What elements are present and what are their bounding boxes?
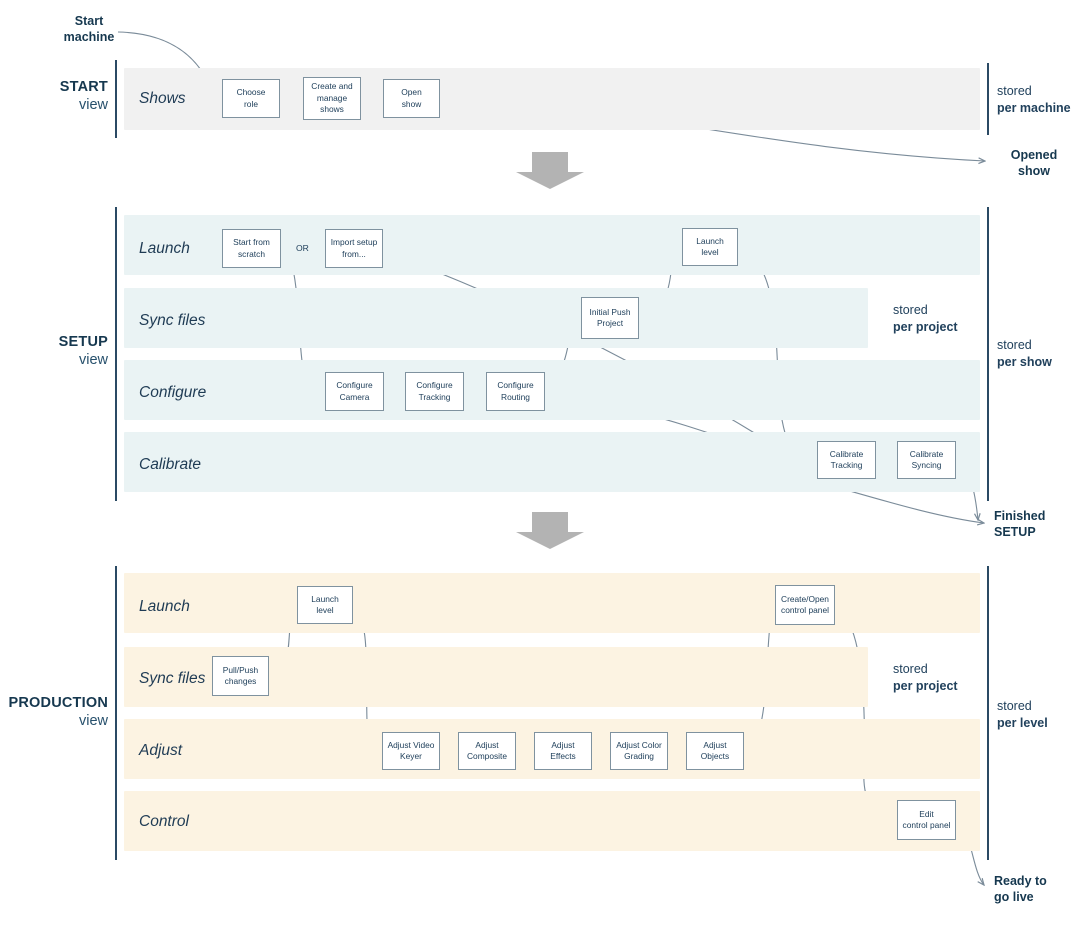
outcome-ready-to-go-live: Ready to go live [994,873,1078,906]
node-start-from-scratch[interactable]: Start from scratch [222,229,281,268]
node-create-manage-shows[interactable]: Create and manage shows [303,77,361,120]
band-production-control [124,791,980,851]
phase-production-sub: view [78,713,108,730]
outcome-finished-setup: Finished SETUP [994,508,1078,541]
node-calibrate-syncing[interactable]: Calibrate Syncing [897,441,956,479]
phase-label-production: PRODUCTION view [0,694,108,730]
outcome-ready-line1: Ready to [994,874,1047,888]
node-configure-tracking[interactable]: Configure Tracking [405,372,464,411]
entry-label-line2: machine [63,30,115,45]
stored-setup-show-line1: stored [997,338,1032,352]
node-calibrate-tracking[interactable]: Calibrate Tracking [817,441,876,479]
stored-start-line1: stored [997,84,1032,98]
entry-label-start-machine: Start machine [54,13,124,46]
node-initial-push-project[interactable]: Initial Push Project [581,297,639,339]
stored-production-project-line1: stored [893,662,928,676]
outcome-opened-show-line2: show [1018,164,1050,179]
row-label-start-shows: Shows [139,90,186,107]
outcome-ready-line2: go live [994,890,1034,905]
stored-setup-project-line2: per project [893,319,958,334]
band-production-launch [124,573,980,633]
phase-arrow-setup-to-production [516,512,584,549]
node-configure-camera[interactable]: Configure Camera [325,372,384,411]
row-label-production-control: Control [139,813,189,830]
phase-start-name: START [59,79,108,95]
stored-start-per-machine: stored per machine [997,83,1071,117]
row-label-production-launch: Launch [139,598,190,615]
node-launch-level-setup[interactable]: Launch level [682,228,738,266]
row-label-setup-calibrate: Calibrate [139,456,202,473]
outcome-opened-show-line1: Opened [1010,148,1058,162]
phase-start-sub: view [78,97,108,114]
row-label-setup-configure: Configure [139,384,207,401]
node-adjust-composite[interactable]: Adjust Composite [458,732,516,770]
outcome-finished-setup-line2: SETUP [994,525,1036,540]
stored-production-per-project: stored per project [893,661,958,695]
outcome-finished-setup-line1: Finished [994,509,1046,523]
node-adjust-video-keyer[interactable]: Adjust Video Keyer [382,732,440,770]
node-pull-push-changes[interactable]: Pull/Push changes [212,656,269,696]
node-open-show[interactable]: Open show [383,79,440,118]
outcome-opened-show: Opened show [994,147,1074,180]
node-import-setup-from[interactable]: Import setup from... [325,229,383,268]
row-label-production-adjust: Adjust [139,742,183,759]
stored-production-per-level: stored per level [997,698,1048,732]
phase-setup-name: SETUP [58,334,108,350]
row-label-production-syncfiles: Sync files [139,670,206,687]
band-setup-configure [124,360,980,420]
wire-launchlevel-to-calibrate-setup [739,251,806,461]
node-adjust-objects[interactable]: Adjust Objects [686,732,744,770]
node-adjust-color-grading[interactable]: Adjust Color Grading [610,732,668,770]
phase-production-name: PRODUCTION [8,695,108,711]
node-configure-routing[interactable]: Configure Routing [486,372,545,411]
band-setup-syncfiles [124,288,868,348]
node-launch-level-production[interactable]: Launch level [297,586,353,624]
stored-production-project-line2: per project [893,678,958,693]
node-choose-role[interactable]: Choose role [222,79,280,118]
stored-setup-per-show: stored per show [997,337,1052,371]
row-label-setup-syncfiles: Sync files [139,312,206,329]
node-adjust-effects[interactable]: Adjust Effects [534,732,592,770]
phase-label-setup: SETUP view [10,333,108,369]
phase-arrow-start-to-setup [516,152,584,189]
stored-setup-project-line1: stored [893,303,928,317]
stored-production-level-line1: stored [997,699,1032,713]
stored-setup-per-project: stored per project [893,302,958,336]
entry-label-line1: Start [74,14,104,28]
phase-setup-sub: view [78,352,108,369]
row-label-setup-launch: Launch [139,240,190,257]
wire-import-to-calibrate-tracking [381,251,810,459]
wire-createpanel-to-editpanel [837,609,890,819]
node-create-open-control-panel[interactable]: Create/Open control panel [775,585,835,625]
phase-label-start: START view [10,78,108,114]
operator-or: OR [296,243,309,253]
stored-production-level-line2: per level [997,715,1048,730]
stored-setup-show-line2: per show [997,354,1052,369]
node-edit-control-panel[interactable]: Edit control panel [897,800,956,840]
stored-start-line2: per machine [997,100,1071,115]
